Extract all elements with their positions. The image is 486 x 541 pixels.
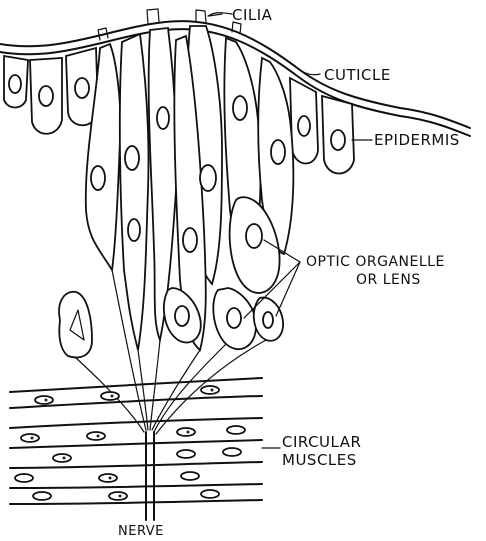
epidermis-label: EPIDERMIS	[374, 132, 460, 148]
muscles-label: MUSCLES	[282, 452, 357, 468]
optic-organelle-label: OPTIC ORGANELLE	[306, 254, 445, 270]
circular-label: CIRCULAR	[282, 434, 361, 450]
cuticle-label: CUTICLE	[324, 67, 391, 83]
circular-muscle-layers	[10, 378, 262, 504]
optic-lens-label: OR LENS	[356, 272, 421, 288]
cilia-label: CILIA	[232, 7, 272, 23]
nerve-label: NERVE	[118, 524, 164, 540]
